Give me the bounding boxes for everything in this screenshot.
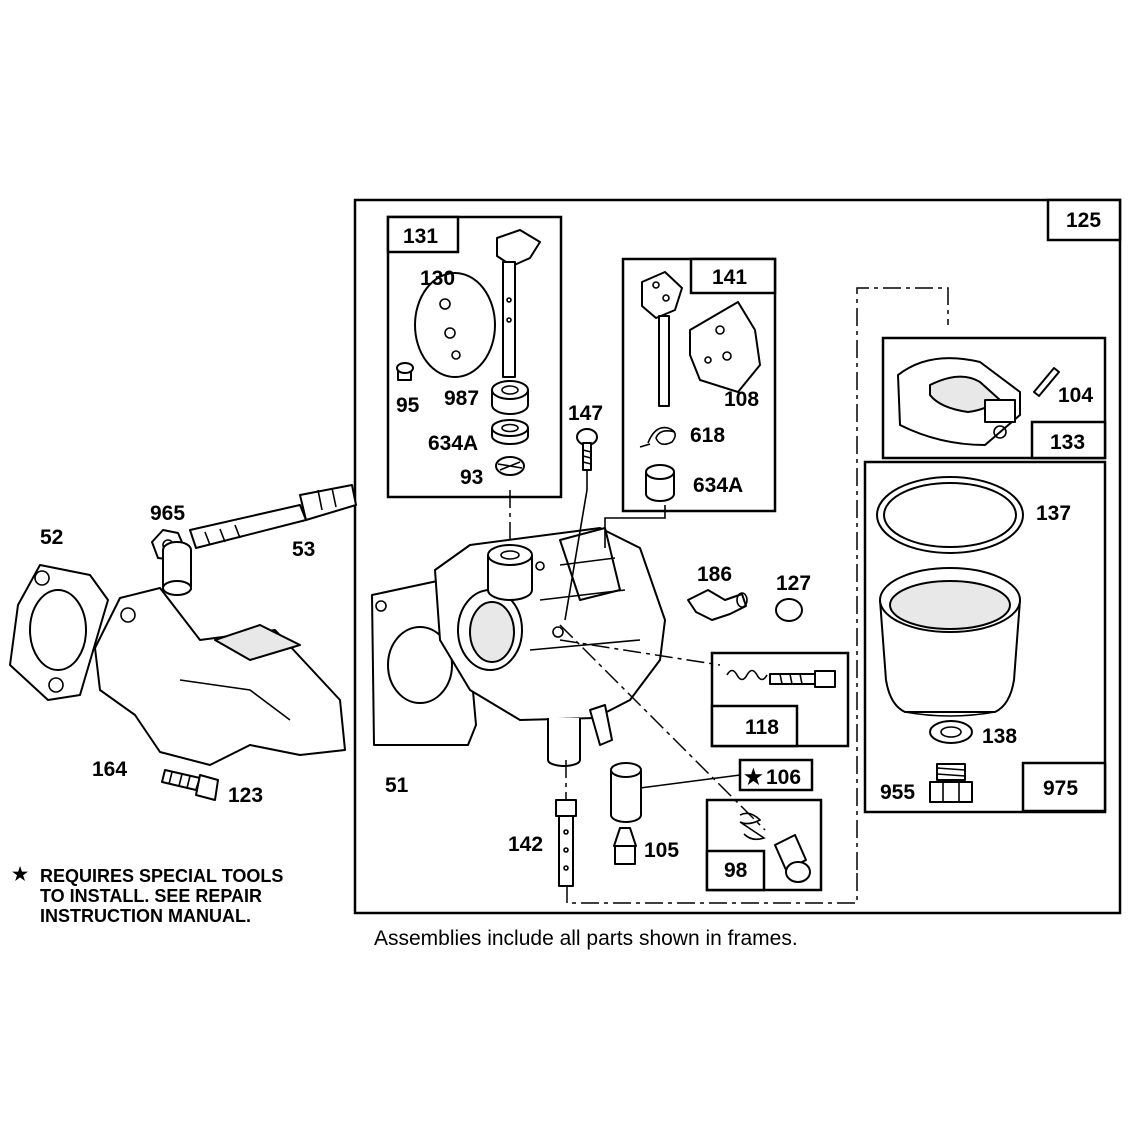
bowl-washer <box>929 720 973 744</box>
label-98: 98 <box>724 859 748 882</box>
label-137: 137 <box>1036 502 1071 525</box>
label-147: 147 <box>568 402 603 425</box>
label-164: 164 <box>92 758 127 781</box>
main-jet-screw <box>739 812 811 883</box>
label-123: 123 <box>228 784 263 807</box>
elbow-screw <box>161 769 219 801</box>
label-125: 125 <box>1066 209 1101 232</box>
label-118: 118 <box>745 716 779 739</box>
assembly-frame-133 <box>881 336 1107 460</box>
washer-upper <box>491 419 529 445</box>
idle-mixture-screw <box>726 669 836 688</box>
caption: Assemblies include all parts shown in fr… <box>374 927 798 950</box>
label-box-975 <box>1021 761 1107 813</box>
emulsion-tube <box>555 799 577 887</box>
leader-jet <box>559 624 766 831</box>
bowl-gasket <box>876 476 1024 554</box>
throttle-seal <box>645 464 675 502</box>
leader-147 <box>564 470 588 621</box>
inlet-needle <box>613 827 637 865</box>
label-975: 975 <box>1043 777 1078 800</box>
leader-throttle <box>604 505 666 548</box>
choke-spring <box>495 456 525 476</box>
label-634A: 634A <box>428 432 478 455</box>
assembly-frame-125 <box>353 198 1122 915</box>
throttle-stop-screw <box>576 428 598 471</box>
bowl-bolt <box>929 763 973 803</box>
needle-seat <box>610 762 642 823</box>
float <box>897 357 1021 446</box>
label-box-141 <box>689 257 777 295</box>
choke-plate <box>414 272 496 378</box>
intake-gasket <box>9 564 109 701</box>
assembly-frame-975 <box>863 460 1107 814</box>
label-box-98 <box>705 849 766 892</box>
label-618: 618 <box>690 424 725 447</box>
note-star: ★ <box>12 864 29 884</box>
label-52: 52 <box>40 526 63 549</box>
mounting-stud <box>189 484 357 549</box>
label-box-125 <box>1046 198 1122 242</box>
note-line-1: REQUIRES SPECIAL TOOLS <box>40 866 283 886</box>
seal <box>491 380 529 415</box>
label-138: 138 <box>982 725 1017 748</box>
label-95: 95 <box>396 394 420 417</box>
label-106: 106 <box>766 766 801 789</box>
float-pin <box>1033 367 1060 397</box>
label-130: 130 <box>420 267 455 290</box>
label-box-106 <box>738 758 814 792</box>
welch-plug <box>775 598 803 622</box>
float-bowl <box>879 567 1021 717</box>
label-51: 51 <box>385 774 409 797</box>
label-133: 133 <box>1050 431 1085 454</box>
label-987: 987 <box>444 387 479 410</box>
label-131: 131 <box>403 225 438 248</box>
label-93: 93 <box>460 466 483 489</box>
label-105: 105 <box>644 839 679 862</box>
leader-idle <box>559 639 721 666</box>
star-106: ★ <box>744 766 763 789</box>
elbow-fitting <box>687 589 748 621</box>
choke-screw <box>396 362 414 381</box>
leader-dash-bottom <box>566 870 858 904</box>
label-box-133 <box>1030 420 1107 460</box>
label-108: 108 <box>724 388 759 411</box>
intake-elbow <box>94 541 346 766</box>
label-53: 53 <box>292 538 315 561</box>
throttle-shaft <box>641 271 683 407</box>
label-634A-lower: 634A <box>693 474 743 497</box>
label-955: 955 <box>880 781 915 804</box>
label-186: 186 <box>697 563 732 586</box>
leader-106 <box>639 774 741 789</box>
note-line-3: INSTRUCTION MANUAL. <box>40 906 251 926</box>
label-965: 965 <box>150 502 185 525</box>
throttle-plate <box>689 301 761 393</box>
choke-shaft <box>496 229 541 378</box>
assembly-frame-131 <box>386 215 563 499</box>
label-142: 142 <box>508 833 543 856</box>
label-127: 127 <box>776 572 811 595</box>
label-box-131 <box>386 215 460 254</box>
label-141: 141 <box>712 266 747 289</box>
label-104: 104 <box>1058 384 1093 407</box>
note-line-2: TO INSTALL. SEE REPAIR <box>40 886 262 906</box>
leader-dash-bowl <box>856 287 949 870</box>
label-box-118 <box>710 704 799 748</box>
throttle-spring <box>639 426 676 448</box>
